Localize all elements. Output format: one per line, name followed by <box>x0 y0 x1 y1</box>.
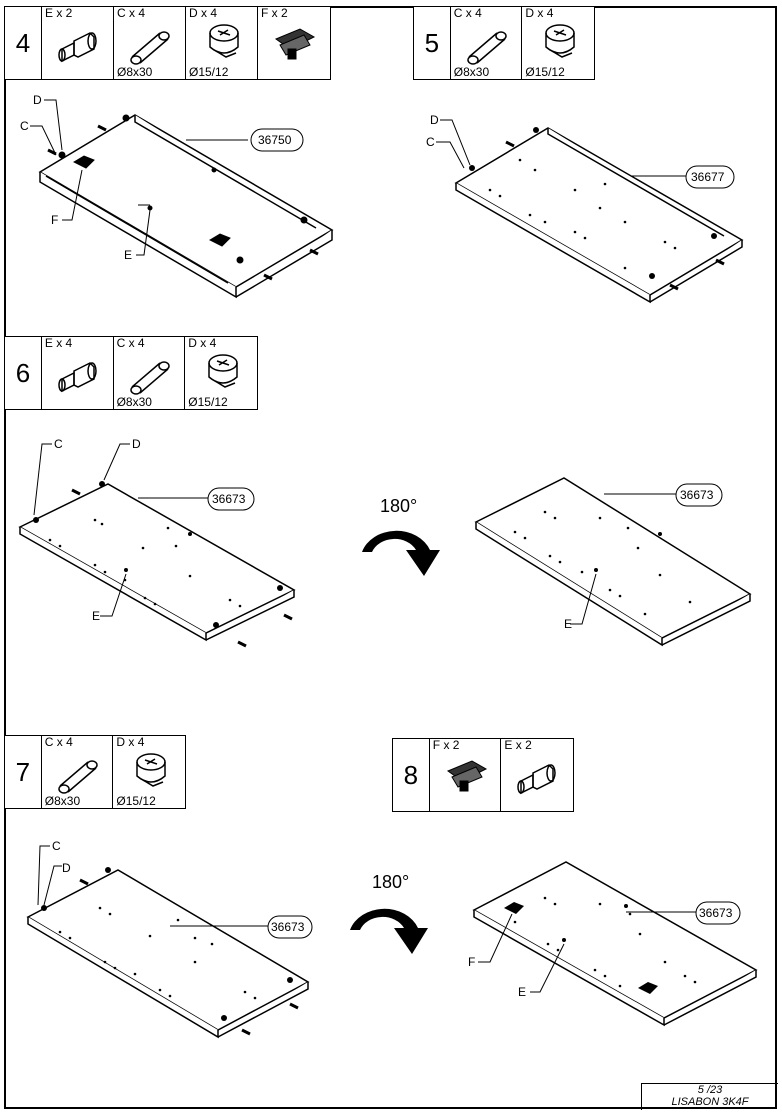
part-cell: D x 4 Ø15/12 <box>186 7 258 79</box>
rotation-label: 180° <box>380 496 417 516</box>
cam-lock-icon <box>208 354 239 388</box>
part-quantity: D x 4 <box>188 336 217 350</box>
cam-lock-icon <box>136 753 167 787</box>
callout-c: C <box>54 437 63 451</box>
part-quantity: F x 2 <box>261 6 288 20</box>
callout-d: D <box>62 861 71 875</box>
part-cell: F x 2 <box>258 7 330 79</box>
rotate-arrow-icon <box>362 530 440 576</box>
part-cell: C x 4 Ø8x30 <box>42 736 114 808</box>
model-name: LISABON 3K4F <box>671 1096 749 1108</box>
part-quantity: C x 4 <box>117 6 146 20</box>
step-7-holes <box>41 867 293 1021</box>
dowel-cam-bolt-icon <box>58 362 97 393</box>
part-quantity: D x 4 <box>116 735 145 749</box>
dowel-cam-bolt-icon <box>517 764 557 795</box>
part-cell: D x 4 Ø15/12 <box>113 736 185 808</box>
page-number: 5 /23 <box>697 1084 723 1096</box>
callout-c: C <box>426 135 435 149</box>
callout-d: D <box>33 93 42 107</box>
callout-f: F <box>51 213 58 227</box>
callout-e: E <box>518 985 526 999</box>
panel-ref-36673: 36673 <box>699 906 733 920</box>
part-cell: C x 4 Ø8x30 <box>114 337 186 409</box>
rotate-arrow-icon <box>350 908 428 954</box>
step-4-hardware <box>47 114 319 281</box>
callout-d: D <box>132 437 141 451</box>
part-cell: E x 2 <box>42 7 114 79</box>
part-dimension: Ø15/12 <box>189 65 229 79</box>
part-dimension: Ø8x30 <box>117 65 153 79</box>
part-dimension: Ø8x30 <box>453 65 490 79</box>
step-number: 7 <box>5 736 42 808</box>
step-number: 8 <box>393 739 430 811</box>
part-dimension: Ø15/12 <box>188 395 228 409</box>
step-6-left-panel <box>18 483 296 642</box>
step-8-holes <box>504 896 697 994</box>
part-quantity: F x 2 <box>432 738 460 752</box>
rotation-label: 180° <box>372 872 409 892</box>
bracket-clip-icon <box>274 28 316 60</box>
part-cell: F x 2 <box>430 739 502 811</box>
part-quantity: D x 4 <box>525 6 554 20</box>
panel-ref-36677: 36677 <box>691 170 725 184</box>
part-quantity: D x 4 <box>189 6 218 20</box>
step-8-panel <box>472 861 758 1027</box>
step-5-parts-table: 5 C x 4 Ø8x30 D x 4 Ø15/12 <box>413 6 595 80</box>
part-cell: E x 4 <box>42 337 114 409</box>
part-cell: C x 4 Ø8x30 <box>114 7 186 79</box>
step-7-panel <box>26 869 310 1039</box>
part-dimension: Ø15/12 <box>525 65 565 79</box>
part-quantity: E x 2 <box>45 6 73 20</box>
instruction-page <box>4 6 777 1109</box>
callout-e: E <box>124 248 132 262</box>
callout-c: C <box>52 839 61 853</box>
step-6-right-panel <box>474 477 752 647</box>
cam-lock-icon <box>209 24 239 58</box>
callout-d: D <box>430 113 439 127</box>
part-cell: E x 2 <box>501 739 573 811</box>
panel-ref-36673: 36673 <box>680 488 714 502</box>
step-6-left-holes <box>33 481 283 628</box>
page-footer: 5 /23 LISABON 3K4F <box>641 1083 778 1110</box>
step-7-parts-table: 7 C x 4 Ø8x30 D x 4 Ø15/12 <box>4 735 186 809</box>
part-quantity: E x 2 <box>504 738 532 752</box>
callout-e: E <box>564 617 572 631</box>
step-5-panel <box>454 127 744 304</box>
step-6-right-holes <box>513 510 692 616</box>
step-number: 4 <box>5 7 42 79</box>
part-quantity: C x 4 <box>116 336 145 350</box>
dowel-cam-bolt-icon <box>58 32 97 63</box>
wooden-dowel-icon <box>129 361 170 395</box>
wooden-dowel-icon <box>130 31 170 65</box>
step-4-leader-lines <box>30 99 248 256</box>
callout-f: F <box>468 955 475 969</box>
panel-ref-36673: 36673 <box>212 492 246 506</box>
panel-ref-36750: 36750 <box>258 133 292 147</box>
part-dimension: Ø8x30 <box>44 794 81 808</box>
wooden-dowel-icon <box>467 31 507 65</box>
step-number: 6 <box>5 337 42 409</box>
step-number: 5 <box>414 7 451 79</box>
part-quantity: C x 4 <box>453 6 482 20</box>
step-8-parts-table: 8 F x 2 E x 2 <box>392 738 574 812</box>
bracket-clip-icon <box>446 760 487 792</box>
step-4-panel <box>38 114 334 299</box>
wooden-dowel-icon <box>58 760 98 794</box>
part-cell: D x 4 Ø15/12 <box>185 337 257 409</box>
step-6-parts-table: 6 E x 4 C x 4 Ø8x30 D x 4 Ø15/12 <box>4 336 258 410</box>
part-quantity: E x 4 <box>44 336 73 350</box>
part-cell: C x 4 Ø8x30 <box>451 7 523 79</box>
part-quantity: C x 4 <box>44 735 73 749</box>
part-dimension: Ø8x30 <box>116 395 152 409</box>
callout-c: C <box>20 119 29 133</box>
callout-e: E <box>92 609 100 623</box>
panel-ref-36673: 36673 <box>271 920 305 934</box>
cam-lock-icon <box>545 24 576 58</box>
part-cell: D x 4 Ø15/12 <box>522 7 594 79</box>
part-dimension: Ø15/12 <box>116 794 156 808</box>
step-4-parts-table: 4 E x 2 C x 4 Ø8x30 D x 4 Ø15/12 F x 2 <box>4 6 331 80</box>
step-5-holes <box>469 127 717 279</box>
